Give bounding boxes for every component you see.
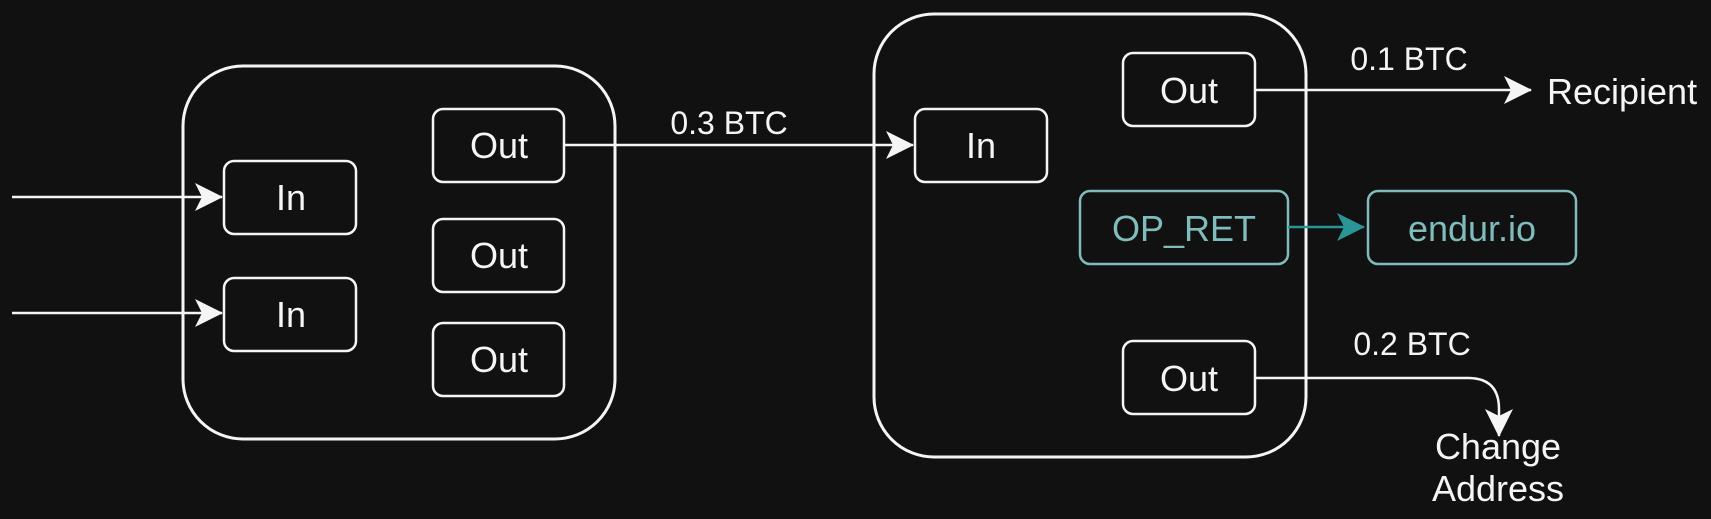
tx2-op-return-label: OP_RET xyxy=(1112,208,1256,249)
tx1-input-2-box xyxy=(222,276,358,353)
recipient-label: Recipient xyxy=(1547,71,1697,112)
flow-amount-change: 0.2 BTC xyxy=(1353,326,1470,362)
tx1-input-1-box xyxy=(222,159,358,236)
flow-arrow-to-change xyxy=(1255,376,1513,437)
tx2-input-label: In xyxy=(966,125,996,166)
transaction-1: In In Out Out Out xyxy=(181,64,617,441)
tx1-input-2-label: In xyxy=(276,294,306,335)
flow-amount-recipient: 0.1 BTC xyxy=(1350,41,1467,77)
tx1-output-3-box xyxy=(431,321,566,398)
transaction-2: In Out OP_RET Out xyxy=(872,12,1308,459)
change-address-line-2: Address xyxy=(1432,468,1564,509)
tx1-input-1-label: In xyxy=(276,177,306,218)
tx1-output-2-box xyxy=(431,217,566,294)
tx1-output-2-label: Out xyxy=(470,235,528,276)
tx2-output-recipient-label: Out xyxy=(1160,70,1218,111)
tx1-output-1-label: Out xyxy=(470,125,528,166)
change-address-line-1: Change xyxy=(1435,426,1561,467)
op-return-target-box xyxy=(1366,189,1578,266)
tx2-output-change-label: Out xyxy=(1160,358,1218,399)
flow-amount-tx1-to-tx2: 0.3 BTC xyxy=(670,105,787,141)
transaction-1-box xyxy=(181,64,617,441)
transaction-2-box xyxy=(872,12,1308,459)
tx1-output-3-label: Out xyxy=(470,339,528,380)
op-return-target-label: endur.io xyxy=(1408,208,1536,249)
tx2-input-box xyxy=(913,107,1049,184)
